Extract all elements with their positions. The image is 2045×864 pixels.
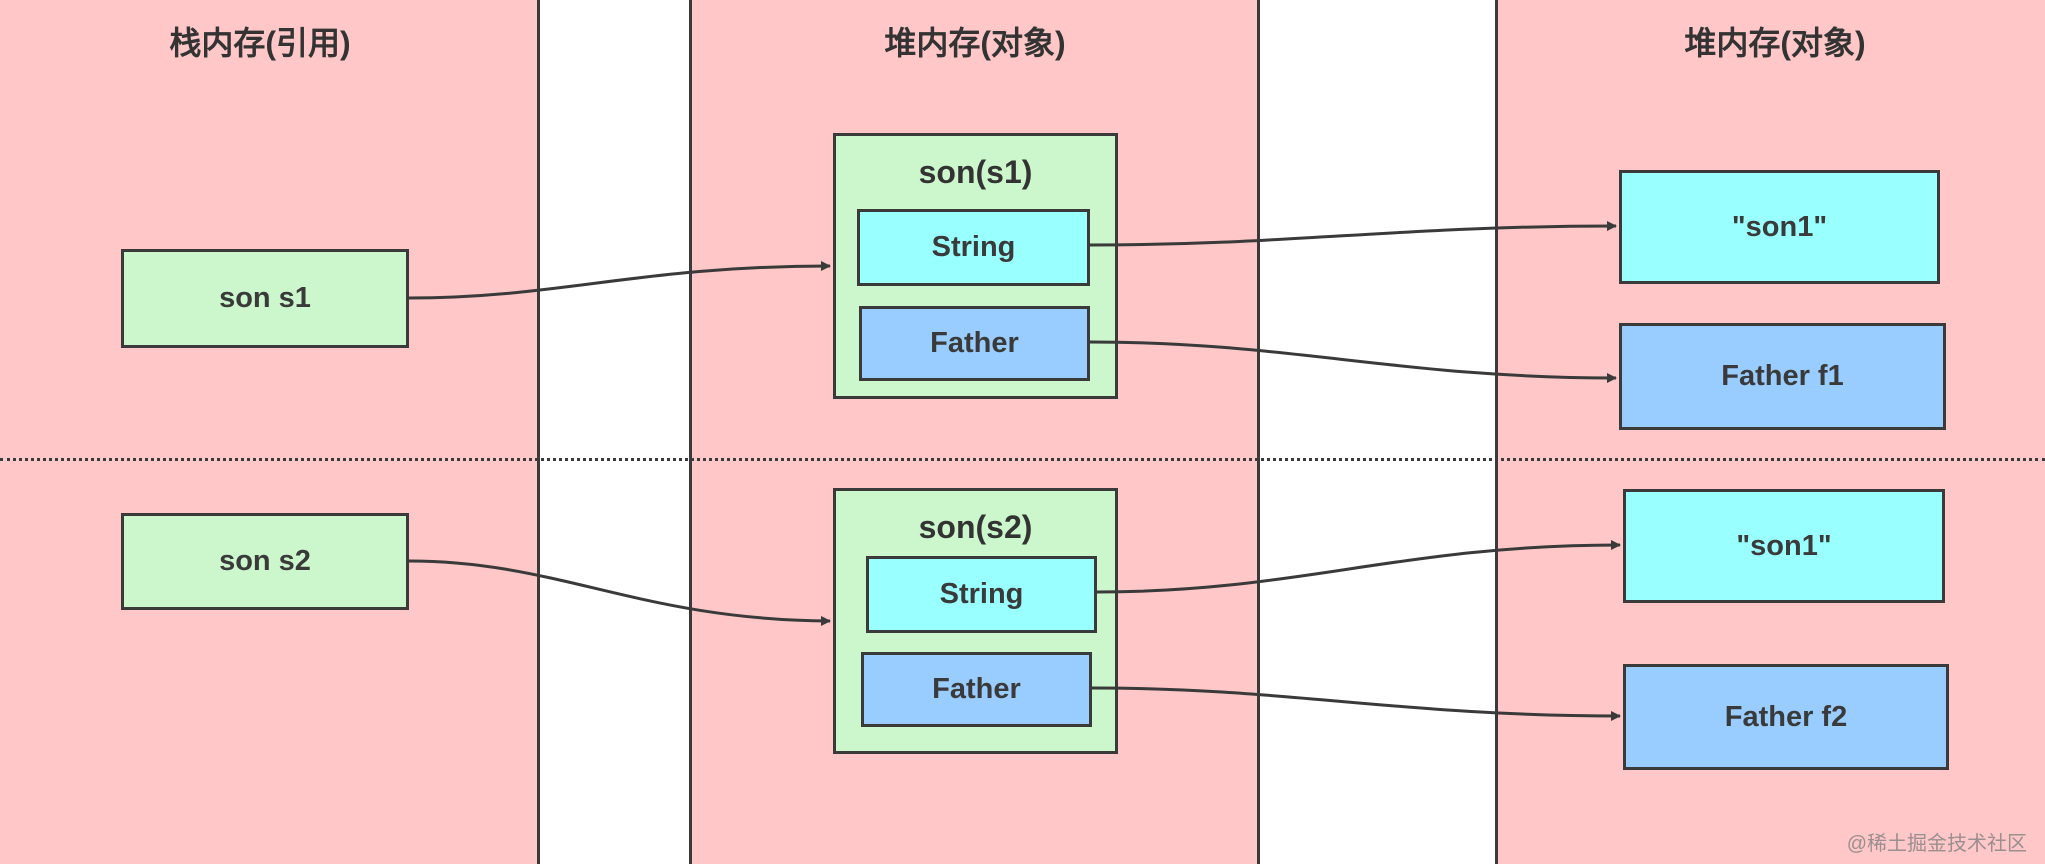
string-object-son1-b: "son1" — [1623, 489, 1945, 603]
heap-title-2: 堆内存(对象) — [1684, 25, 1866, 61]
field-father-s2: Father — [861, 652, 1092, 727]
stack-region — [0, 0, 538, 864]
object-son-s2-title: son(s2) — [918, 509, 1033, 545]
field-string-s2: String — [866, 556, 1097, 633]
dotted-divider — [0, 458, 2045, 461]
field-string-s1: String — [857, 209, 1090, 286]
separator-line — [537, 0, 540, 864]
heap-title-1: 堆内存(对象) — [884, 25, 1066, 61]
object-son-s1-title: son(s1) — [918, 154, 1033, 190]
separator-line — [689, 0, 692, 864]
separator-line — [1257, 0, 1260, 864]
field-father-s1: Father — [859, 306, 1090, 381]
father-object-f2: Father f2 — [1623, 664, 1949, 770]
string-object-son1-a: "son1" — [1619, 170, 1940, 284]
father-object-f1: Father f1 — [1619, 323, 1946, 430]
reference-son-s2: son s2 — [121, 513, 409, 610]
reference-son-s1: son s1 — [121, 249, 409, 348]
watermark: @稀土掘金技术社区 — [1846, 833, 2027, 855]
stack-title: 栈内存(引用) — [169, 25, 351, 61]
separator-line — [1495, 0, 1498, 864]
